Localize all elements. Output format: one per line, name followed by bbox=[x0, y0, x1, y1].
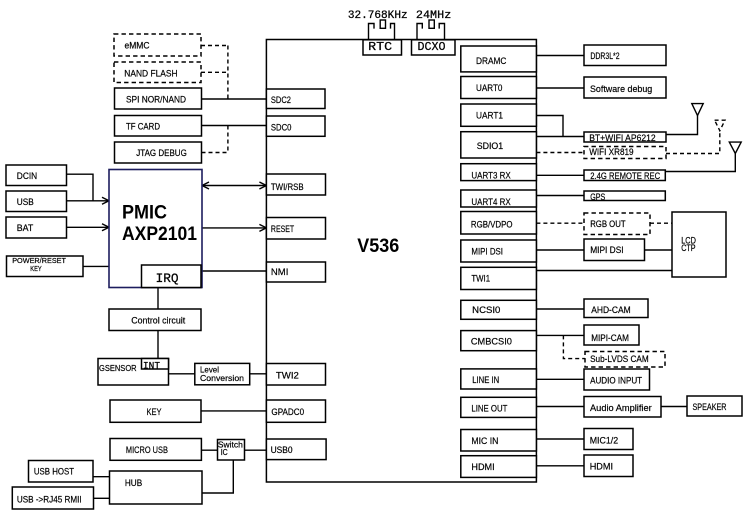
svg-text:USB HOST: USB HOST bbox=[34, 466, 74, 477]
svg-text:RGB/VDPO: RGB/VDPO bbox=[471, 219, 513, 230]
svg-text:LCD: LCD bbox=[681, 235, 696, 246]
svg-text:TWI1: TWI1 bbox=[471, 273, 490, 284]
svg-text:INT: INT bbox=[143, 360, 160, 372]
svg-text:TF CARD: TF CARD bbox=[126, 122, 160, 133]
svg-text:USB: USB bbox=[17, 197, 34, 208]
svg-text:NCSI0: NCSI0 bbox=[472, 305, 500, 316]
svg-text:RESET: RESET bbox=[271, 224, 294, 235]
svg-text:IRQ: IRQ bbox=[156, 271, 179, 286]
svg-text:HUB: HUB bbox=[125, 478, 142, 489]
svg-text:Conversion: Conversion bbox=[200, 373, 244, 383]
svg-text:SDIO1: SDIO1 bbox=[477, 141, 504, 152]
svg-text:MIPI DSI: MIPI DSI bbox=[471, 246, 503, 257]
svg-text:USB ->RJ45 RMII: USB ->RJ45 RMII bbox=[17, 495, 82, 506]
svg-text:LINE IN: LINE IN bbox=[472, 375, 499, 386]
svg-text:32.768KHz: 32.768KHz bbox=[348, 10, 408, 22]
svg-text:UART1: UART1 bbox=[476, 111, 503, 122]
svg-text:AHD-CAM: AHD-CAM bbox=[591, 305, 631, 316]
svg-text:LINE OUT: LINE OUT bbox=[471, 403, 507, 414]
svg-text:AUDIO INPUT: AUDIO INPUT bbox=[590, 376, 642, 387]
svg-text:BAT: BAT bbox=[17, 223, 34, 234]
svg-text:Software debug: Software debug bbox=[590, 84, 652, 95]
svg-text:TWI2: TWI2 bbox=[276, 371, 299, 382]
svg-text:USB0: USB0 bbox=[271, 445, 293, 456]
svg-text:MIPI-CAM: MIPI-CAM bbox=[591, 333, 629, 344]
svg-text:24MHz: 24MHz bbox=[416, 10, 451, 22]
svg-text:IC: IC bbox=[221, 448, 228, 457]
svg-text:SDC2: SDC2 bbox=[271, 95, 291, 106]
svg-text:2.4G REMOTE REC: 2.4G REMOTE REC bbox=[590, 171, 660, 182]
svg-text:KEY: KEY bbox=[147, 407, 163, 418]
svg-text:KEY: KEY bbox=[30, 264, 41, 273]
svg-text:CTP: CTP bbox=[681, 243, 695, 254]
svg-text:SDC0: SDC0 bbox=[271, 123, 292, 134]
svg-text:NAND FLASH: NAND FLASH bbox=[124, 69, 177, 80]
svg-text:SPI NOR/NAND: SPI NOR/NAND bbox=[126, 95, 186, 106]
svg-text:GPS: GPS bbox=[590, 192, 605, 203]
svg-text:TWI/RSB: TWI/RSB bbox=[271, 182, 304, 193]
svg-text:MICRO USB: MICRO USB bbox=[126, 445, 168, 456]
svg-text:BT+WIFI AP6212: BT+WIFI AP6212 bbox=[589, 133, 656, 144]
svg-text:Control circuit: Control circuit bbox=[131, 316, 185, 327]
svg-text:GPADC0: GPADC0 bbox=[271, 407, 304, 418]
svg-text:CMBCSI0: CMBCSI0 bbox=[471, 336, 512, 347]
svg-text:DCXO: DCXO bbox=[418, 40, 446, 54]
svg-text:MIPI DSI: MIPI DSI bbox=[590, 245, 623, 256]
svg-text:UART4 RX: UART4 RX bbox=[471, 197, 511, 208]
svg-text:POWER/RESET: POWER/RESET bbox=[12, 256, 66, 265]
svg-text:NMI: NMI bbox=[271, 267, 289, 278]
svg-text:AXP2101: AXP2101 bbox=[122, 224, 197, 245]
svg-text:MIC1/2: MIC1/2 bbox=[590, 435, 619, 446]
svg-text:JTAG DEBUG: JTAG DEBUG bbox=[136, 148, 187, 159]
svg-text:eMMC: eMMC bbox=[125, 41, 150, 52]
svg-text:UART3 RX: UART3 RX bbox=[471, 171, 511, 182]
svg-text:DDR3L*2: DDR3L*2 bbox=[590, 51, 619, 62]
svg-text:Switch: Switch bbox=[218, 440, 243, 449]
svg-text:Audio Amplifier: Audio Amplifier bbox=[590, 403, 652, 414]
svg-text:PMIC: PMIC bbox=[122, 203, 167, 224]
svg-text:V536: V536 bbox=[357, 236, 399, 257]
svg-text:HDMI: HDMI bbox=[471, 462, 494, 473]
svg-text:GSENSOR: GSENSOR bbox=[99, 363, 137, 373]
svg-text:Level: Level bbox=[200, 364, 219, 374]
svg-text:WIFI XR819: WIFI XR819 bbox=[589, 147, 633, 158]
svg-text:SPEAKER: SPEAKER bbox=[693, 402, 727, 413]
svg-text:DRAMC: DRAMC bbox=[476, 56, 507, 67]
svg-text:MIC IN: MIC IN bbox=[471, 436, 498, 447]
svg-text:RTC: RTC bbox=[368, 40, 392, 54]
svg-text:HDMI: HDMI bbox=[590, 462, 613, 473]
svg-text:UART0: UART0 bbox=[476, 83, 502, 94]
svg-text:RGB OUT: RGB OUT bbox=[590, 219, 626, 230]
svg-text:Sub-LVDS CAM: Sub-LVDS CAM bbox=[590, 354, 649, 365]
svg-text:DCIN: DCIN bbox=[17, 171, 38, 182]
